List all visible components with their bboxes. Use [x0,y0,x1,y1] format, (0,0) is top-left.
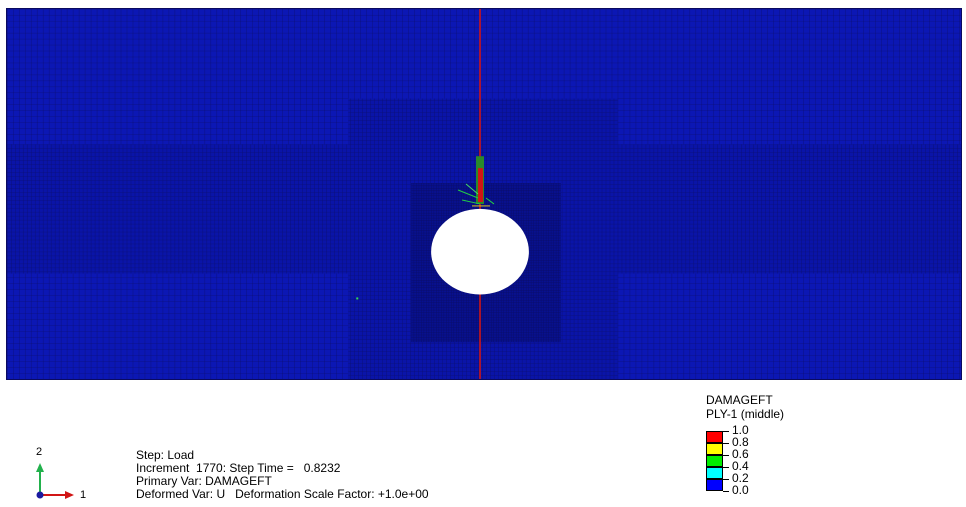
legend-swatch-yellow [706,443,723,455]
legend-value-0-2: 0.2 [732,471,749,485]
contour-legend: DAMAGEFT PLY-1 (middle) 1.0 0.8 0.6 0.4 … [706,393,784,497]
legend-tick [723,443,729,444]
legend-value-0-4: 0.4 [732,459,749,473]
step-info-block: Step: Load Increment 1770: Step Time = 0… [136,449,429,501]
legend-swatch-cyan [706,467,723,479]
model-viewport[interactable] [6,8,962,380]
hole [431,208,529,295]
step-label: Step: Load [136,448,195,462]
increment-label: Increment 1770: Step Time = 0.8232 [136,461,341,475]
legend-tick [723,467,729,468]
legend-tick [723,431,729,432]
damage-zone [356,156,495,300]
legend-value-0-0: 0.0 [732,483,749,497]
axis-triad: 2 1 [22,446,92,502]
legend-swatch-blue [706,479,723,491]
legend-subtitle: PLY-1 (middle) [706,407,785,421]
legend-tick [723,491,729,492]
finite-element-mesh [7,9,961,379]
primary-var-label: Primary Var: DAMAGEFT [136,474,272,488]
axis-triad-icon [36,463,74,499]
legend-tick [723,479,729,480]
legend-value-0-6: 0.6 [732,447,749,461]
axis-1-label: 1 [80,489,87,501]
legend-swatch-red [706,431,723,443]
legend-tick [723,455,729,456]
deformed-var-label: Deformed Var: U Deformation Scale Factor… [136,487,429,501]
legend-value-1-0: 1.0 [732,423,749,437]
legend-scale: 1.0 0.8 0.6 0.4 0.2 0.0 [706,423,784,497]
legend-value-0-8: 0.8 [732,435,749,449]
legend-title: DAMAGEFT [706,393,773,407]
axis-2-label: 2 [36,446,43,458]
legend-swatch-green [706,455,723,467]
